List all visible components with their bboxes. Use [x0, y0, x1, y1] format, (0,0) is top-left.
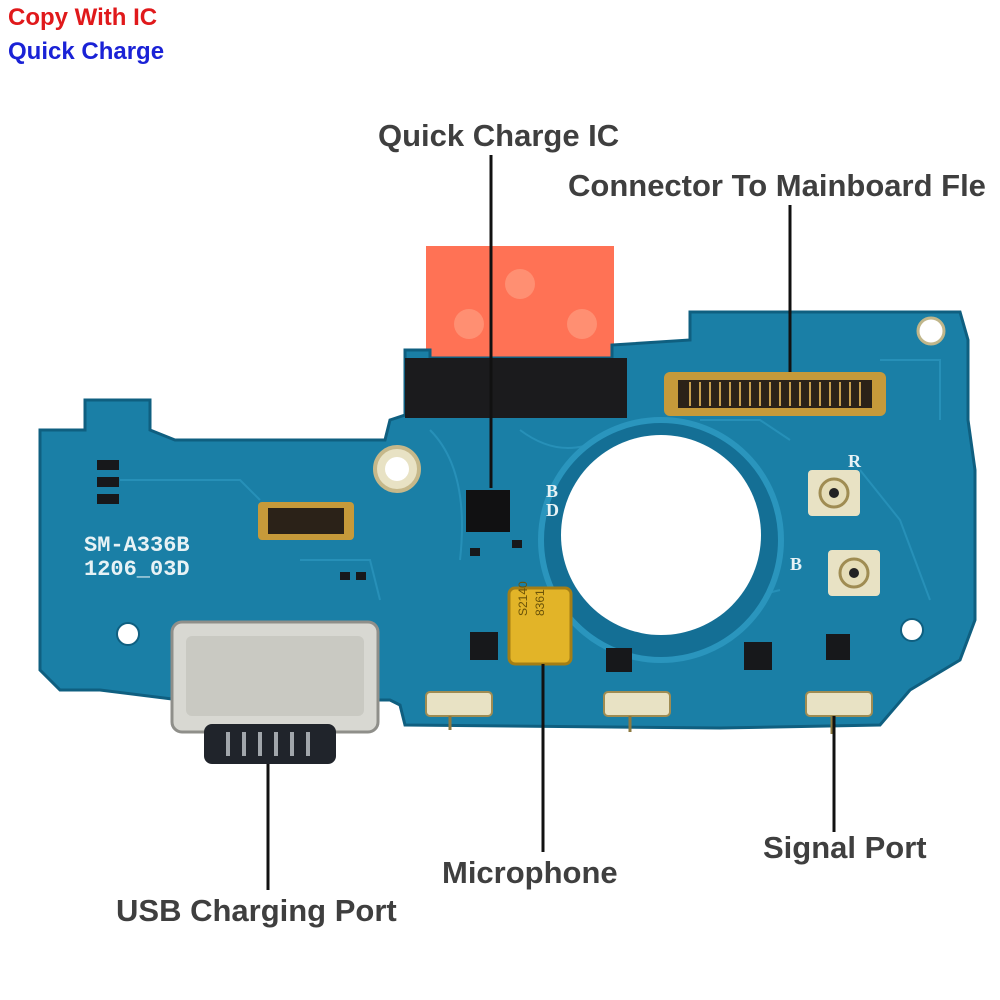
- callout-quick-charge-ic: Quick Charge IC: [378, 118, 620, 153]
- board-letter-r: R: [848, 451, 862, 471]
- pcb-cutout-hole: [561, 435, 761, 635]
- stiffener-plate: [405, 358, 627, 418]
- spring-contacts: [425, 691, 873, 734]
- board-letter-d: D: [546, 500, 559, 520]
- mount-hole-right: [900, 618, 924, 642]
- header-line-1: Copy With IC: [8, 4, 158, 31]
- smd-components: [97, 460, 850, 672]
- usb-c-port: [170, 620, 380, 764]
- callout-connector: Connector To Mainboard Fle: [568, 168, 986, 203]
- board-letter-b1: B: [546, 481, 558, 501]
- quick-charge-ic-chip: [466, 490, 510, 532]
- board-model-text: SM-A336B: [84, 533, 190, 558]
- mount-hole-left: [116, 622, 140, 646]
- mainboard-flex-connector: [664, 372, 886, 416]
- board-letter-b2: B: [790, 554, 802, 574]
- rf-signal-port-b: [828, 550, 880, 596]
- header-line-2: Quick Charge: [8, 38, 165, 65]
- callout-leader-lines: [266, 155, 836, 890]
- microphone-label-2: 8361: [533, 589, 547, 616]
- callout-microphone: Microphone: [442, 855, 618, 890]
- mount-hole-top-right: [916, 316, 946, 346]
- microphone-label-1: S2140: [516, 581, 530, 616]
- microphone-component: [507, 586, 573, 666]
- small-board-connector: [258, 502, 354, 540]
- callout-usb-port: USB Charging Port: [116, 893, 397, 928]
- mount-hole-center-inner: [385, 457, 409, 481]
- rf-signal-port-r: [808, 470, 860, 516]
- orange-insulation-tape: [426, 246, 614, 358]
- callout-signal-port: Signal Port: [763, 830, 927, 865]
- board-code-text: 1206_03D: [84, 557, 190, 582]
